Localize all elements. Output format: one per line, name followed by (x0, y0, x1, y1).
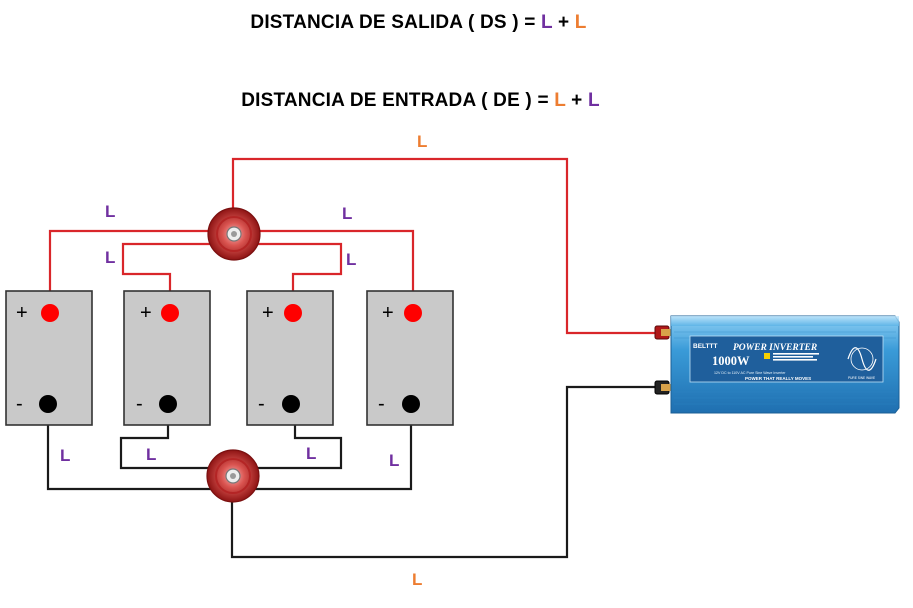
wire-label-outer-negative-left: L (60, 446, 70, 465)
negative-terminal (402, 395, 420, 413)
warning-icon (764, 353, 770, 359)
positive-terminal (41, 304, 59, 322)
wire-label-outer-positive-left: L (105, 202, 115, 221)
wire-label-output-positive: L (417, 132, 427, 151)
negative-sign: - (16, 393, 23, 415)
inverter-slogan: POWER THAT REALLY MOVES (745, 376, 811, 381)
output-distance-l1: L (541, 12, 553, 33)
positive-terminal (284, 304, 302, 322)
output-distance-l2: L (574, 12, 587, 33)
negative-terminal (282, 395, 300, 413)
positive-bus-connector (207, 207, 261, 261)
inverter-subtitle: 12V DC to 110V AC Pure Sine Wave Inverte… (714, 371, 786, 375)
negative-terminal (39, 395, 57, 413)
output-positive-wire (231, 157, 661, 335)
battery-4: + - (366, 290, 454, 426)
wire-label-outer-positive-right: L (342, 204, 352, 223)
positive-sign: + (140, 302, 152, 324)
battery-1: + - (5, 290, 93, 426)
output-distance-prefix: DISTANCIA DE SALIDA ( DS ) = (250, 12, 542, 33)
output-distance-title: DISTANCIA DE SALIDA ( DS ) = L + L (0, 12, 875, 34)
battery-2: + - (123, 290, 211, 426)
wire-label-output-negative: L (412, 570, 422, 589)
input-distance-l2: L (587, 90, 600, 111)
inverter-power: 1000W (712, 354, 750, 368)
power-inverter: BELTTT POWER INVERTER 1000W 12V DC to 11… (654, 315, 900, 414)
positive-sign: + (262, 302, 274, 324)
negative-sign: - (378, 393, 385, 415)
output-distance-plus: + (552, 12, 575, 33)
wire-length-labels: L L L L L L L L L L (60, 132, 427, 589)
negative-bus-connector (206, 449, 260, 503)
negative-terminal (159, 395, 177, 413)
positive-sign: + (382, 302, 394, 324)
input-distance-prefix: DISTANCIA DE ENTRADA ( DE ) = (241, 90, 555, 111)
output-negative-wire (230, 385, 661, 559)
positive-terminal (161, 304, 179, 322)
wire-label-inner-positive-left: L (105, 248, 115, 267)
inverter-brand: BELTTT (693, 343, 717, 350)
input-distance-plus: + (565, 90, 588, 111)
sine-wave-icon (847, 347, 877, 371)
inverter-title: POWER INVERTER (733, 343, 817, 353)
positive-terminal (404, 304, 422, 322)
battery-bank: + - + - + - + - (5, 290, 454, 426)
input-distance-title: DISTANCIA DE ENTRADA ( DE ) = L + L (0, 90, 877, 112)
wire-label-outer-negative-right: L (389, 451, 399, 470)
input-distance-l1: L (554, 90, 566, 111)
battery-3: + - (246, 290, 334, 426)
wire-label-inner-positive-right: L (346, 250, 356, 269)
wire-label-inner-negative-right: L (306, 444, 316, 463)
inverter-wave-label: PURE SINE WAVE (848, 376, 875, 380)
positive-sign: + (16, 302, 28, 324)
negative-sign: - (136, 393, 143, 415)
negative-sign: - (258, 393, 265, 415)
wire-label-inner-negative-left: L (146, 445, 156, 464)
